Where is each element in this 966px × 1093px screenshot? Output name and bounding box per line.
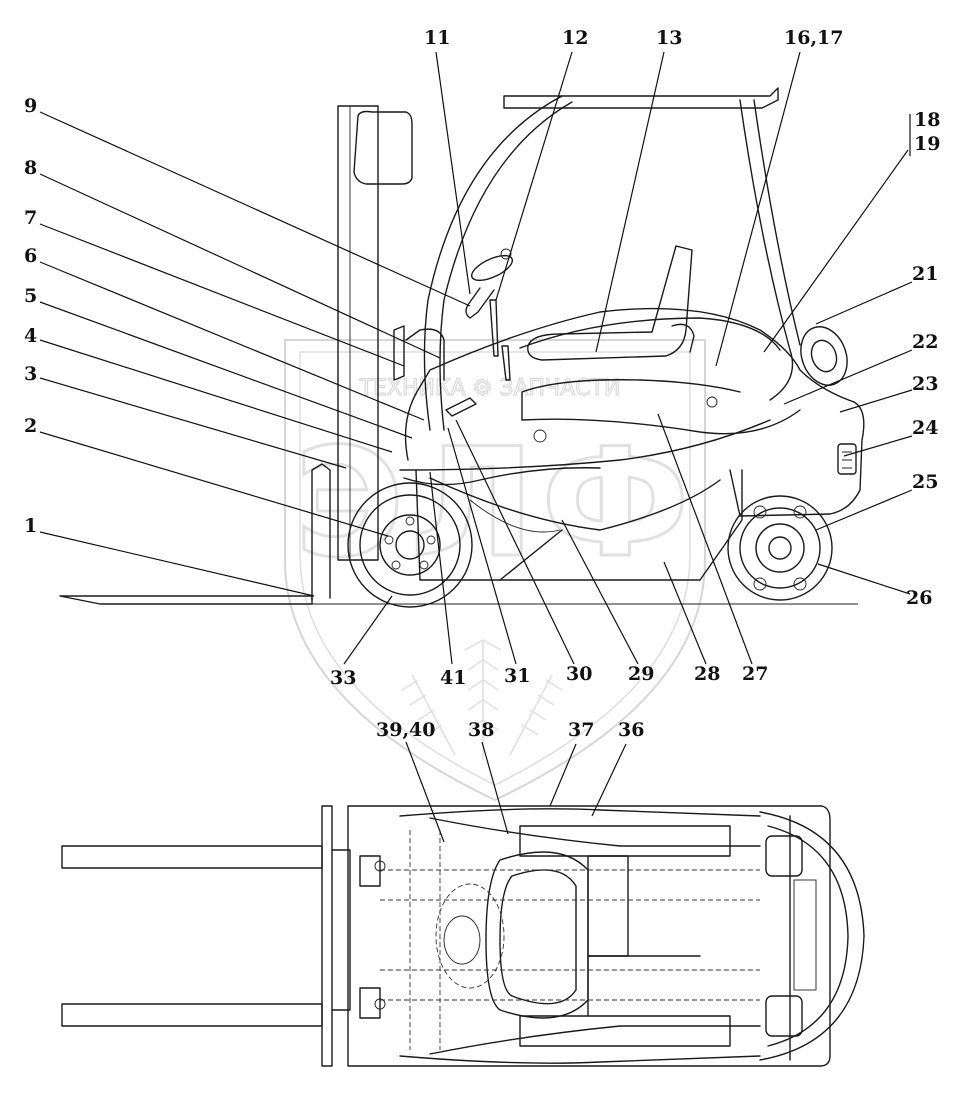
callout-23: 23 bbox=[912, 373, 938, 395]
body bbox=[393, 307, 865, 517]
callout-33: 33 bbox=[330, 667, 356, 689]
fork bbox=[59, 595, 313, 605]
fork-top-upper bbox=[61, 845, 323, 869]
callout-30: 30 bbox=[566, 663, 592, 685]
watermark-shield bbox=[284, 339, 706, 802]
callout-8: 8 bbox=[24, 157, 37, 179]
callouts: 1 2 3 4 5 6 7 8 9 11 12 13 16,17 18 19 2… bbox=[24, 27, 940, 741]
callout-19: 19 bbox=[914, 133, 940, 155]
callout-38: 38 bbox=[468, 719, 494, 741]
seat bbox=[527, 245, 695, 361]
callout-18: 18 bbox=[914, 109, 940, 131]
control-levers bbox=[445, 299, 511, 417]
callout-6: 6 bbox=[24, 245, 37, 267]
callout-12: 12 bbox=[562, 27, 588, 49]
callout-31: 31 bbox=[504, 665, 530, 687]
steering-wheel bbox=[465, 248, 513, 319]
callout-36: 36 bbox=[618, 719, 644, 741]
callout-24: 24 bbox=[912, 417, 938, 439]
side-view bbox=[59, 87, 865, 608]
callout-25: 25 bbox=[912, 471, 938, 493]
top-view bbox=[61, 805, 865, 1067]
leader-lines bbox=[39, 51, 913, 843]
watermark-text: ТЕХНИКА ⚙ ЗАПЧАСТИ bbox=[359, 376, 621, 401]
chassis bbox=[415, 469, 743, 581]
callout-41: 41 bbox=[440, 667, 466, 689]
mast bbox=[337, 105, 413, 561]
callout-27: 27 bbox=[742, 663, 768, 685]
callout-21: 21 bbox=[912, 263, 938, 285]
callout-37: 37 bbox=[568, 719, 594, 741]
callout-2: 2 bbox=[24, 415, 37, 437]
rear-wheel bbox=[727, 495, 833, 601]
callout-39-40: 39,40 bbox=[376, 719, 436, 741]
callout-5: 5 bbox=[24, 285, 37, 307]
callout-3: 3 bbox=[24, 363, 37, 385]
fork-top-lower bbox=[61, 1003, 323, 1027]
callout-22: 22 bbox=[912, 331, 938, 353]
callout-13: 13 bbox=[656, 27, 682, 49]
callout-1: 1 bbox=[24, 515, 37, 537]
callout-16-17: 16,17 bbox=[784, 27, 844, 49]
front-wheel bbox=[347, 482, 473, 608]
callout-26: 26 bbox=[906, 587, 932, 609]
callout-11: 11 bbox=[424, 27, 450, 49]
callout-28: 28 bbox=[694, 663, 720, 685]
callout-29: 29 bbox=[628, 663, 654, 685]
callout-9: 9 bbox=[24, 95, 37, 117]
callout-7: 7 bbox=[24, 207, 37, 229]
callout-4: 4 bbox=[24, 325, 37, 347]
